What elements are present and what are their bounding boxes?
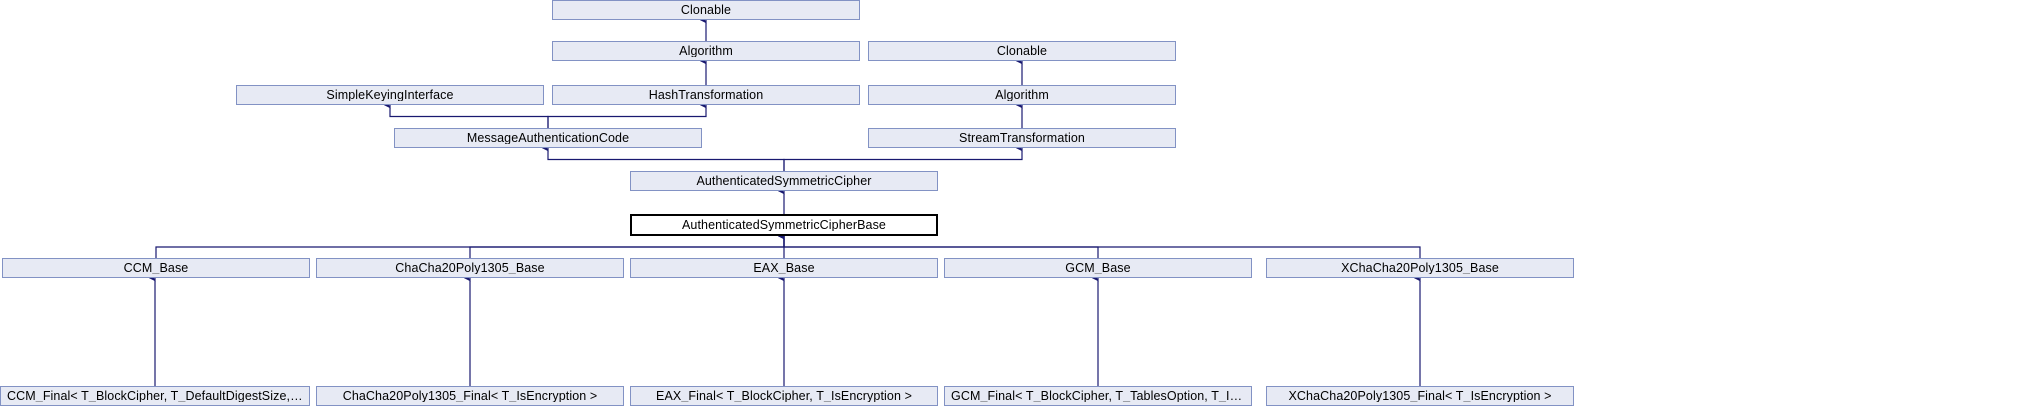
- class-node-label: EAX_Final< T_BlockCipher, T_IsEncryption…: [656, 389, 912, 403]
- class-node-clonable_top[interactable]: Clonable: [552, 0, 860, 20]
- class-node-eax_base[interactable]: EAX_Base: [630, 258, 938, 278]
- class-node-label: AuthenticatedSymmetricCipherBase: [682, 218, 886, 232]
- class-node-eax_final[interactable]: EAX_Final< T_BlockCipher, T_IsEncryption…: [630, 386, 938, 406]
- class-node-mac[interactable]: MessageAuthenticationCode: [394, 128, 702, 148]
- class-node-label: HashTransformation: [648, 88, 764, 102]
- class-node-asc[interactable]: AuthenticatedSymmetricCipher: [630, 171, 938, 191]
- class-node-label: XChaCha20Poly1305_Base: [1341, 261, 1499, 275]
- class-node-streamtransform[interactable]: StreamTransformation: [868, 128, 1176, 148]
- class-node-label: GCM_Base: [1065, 261, 1131, 275]
- class-node-xchacha_final[interactable]: XChaCha20Poly1305_Final< T_IsEncryption …: [1266, 386, 1574, 406]
- class-node-label: AuthenticatedSymmetricCipher: [696, 174, 872, 188]
- class-node-algorithm_l[interactable]: Algorithm: [552, 41, 860, 61]
- class-node-gcm_final[interactable]: GCM_Final< T_BlockCipher, T_TablesOption…: [944, 386, 1252, 406]
- inheritance-edge-mac-to-hashtransform: [547, 101, 707, 128]
- class-node-ascbase[interactable]: AuthenticatedSymmetricCipherBase: [630, 214, 938, 236]
- class-node-gcm_base[interactable]: GCM_Base: [944, 258, 1252, 278]
- inheritance-edge-asc-to-streamtransform: [783, 144, 1023, 171]
- inheritance-edge-mac-to-simplekeying: [383, 101, 549, 128]
- class-node-label: Algorithm: [679, 44, 733, 58]
- class-node-label: SimpleKeyingInterface: [326, 88, 454, 102]
- class-node-label: Clonable: [996, 44, 1048, 58]
- class-node-label: GCM_Final< T_BlockCipher, T_TablesOption…: [951, 389, 1251, 403]
- class-node-simplekeying[interactable]: SimpleKeyingInterface: [236, 85, 544, 105]
- inheritance-edge-gcm_base-to-ascbase: [777, 232, 1099, 258]
- class-node-ccm_base[interactable]: CCM_Base: [2, 258, 310, 278]
- inheritance-edge-asc-to-mac: [541, 144, 785, 171]
- class-node-label: ChaCha20Poly1305_Base: [395, 261, 545, 275]
- class-node-ccm_final[interactable]: CCM_Final< T_BlockCipher, T_DefaultDiges…: [0, 386, 310, 406]
- class-node-label: XChaCha20Poly1305_Final< T_IsEncryption …: [1288, 389, 1552, 403]
- class-node-label: ChaCha20Poly1305_Final< T_IsEncryption >: [342, 389, 598, 403]
- inheritance-edge-xchacha_base-to-ascbase: [777, 232, 1421, 258]
- class-node-label: EAX_Base: [753, 261, 815, 275]
- class-node-chacha_base[interactable]: ChaCha20Poly1305_Base: [316, 258, 624, 278]
- class-node-chacha_final[interactable]: ChaCha20Poly1305_Final< T_IsEncryption >: [316, 386, 624, 406]
- class-node-label: MessageAuthenticationCode: [466, 131, 630, 145]
- class-node-hashtransform[interactable]: HashTransformation: [552, 85, 860, 105]
- class-node-label: CCM_Final< T_BlockCipher, T_DefaultDiges…: [7, 389, 309, 403]
- class-node-algorithm_r[interactable]: Algorithm: [868, 85, 1176, 105]
- class-node-clonable_r[interactable]: Clonable: [868, 41, 1176, 61]
- inheritance-edge-chacha_base-to-ascbase: [469, 232, 785, 258]
- class-node-label: Clonable: [680, 3, 732, 17]
- class-node-label: Algorithm: [995, 88, 1049, 102]
- class-node-xchacha_base[interactable]: XChaCha20Poly1305_Base: [1266, 258, 1574, 278]
- class-node-label: CCM_Base: [123, 261, 189, 275]
- inheritance-edge-ccm_base-to-ascbase: [155, 232, 785, 258]
- class-node-label: StreamTransformation: [959, 131, 1085, 145]
